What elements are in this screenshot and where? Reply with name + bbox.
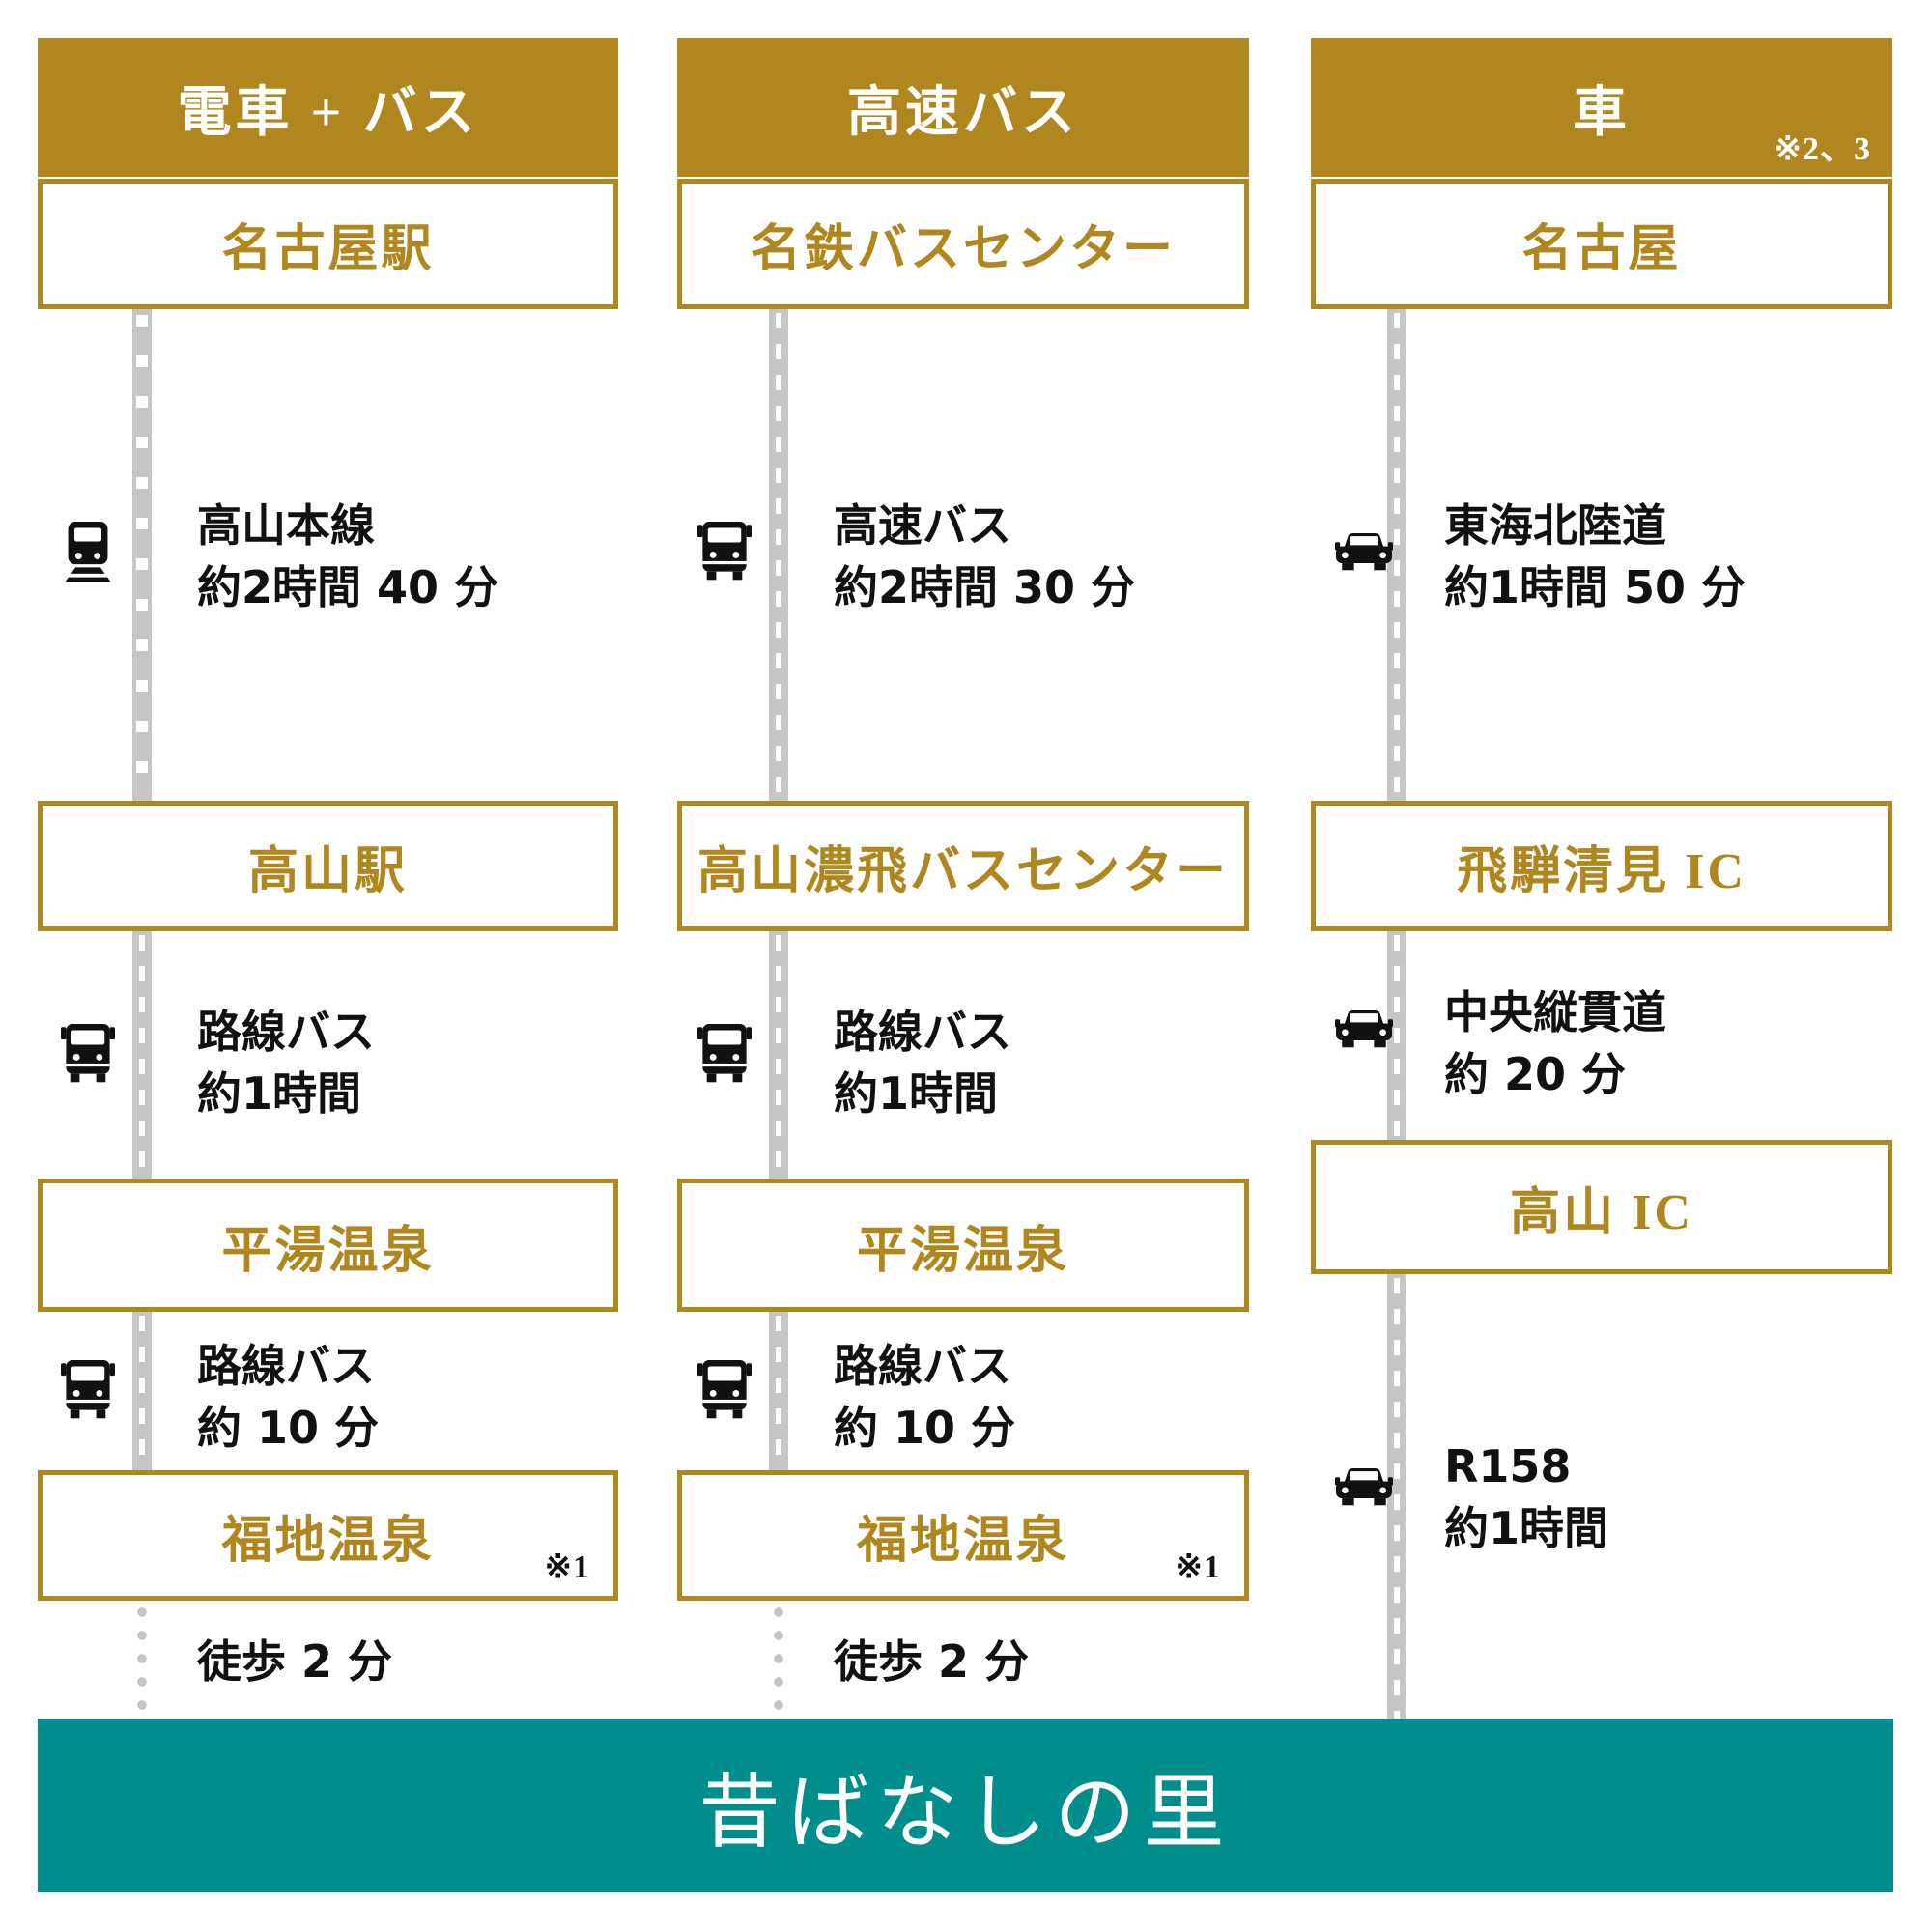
car-front-icon (1335, 1010, 1393, 1050)
segment-label-col2-seg3: 路線バス 約 10 分 (834, 1335, 1015, 1459)
segment-label-col1-seg1: 高山本線 約2時間 40 分 (197, 495, 498, 618)
destination-banner: 昔ばなしの里 (38, 1719, 1893, 1892)
stop-box-hida-kiyomi-ic: 飛騨清見 IC (1311, 801, 1892, 931)
segment-route-name: 高速バス (834, 499, 1011, 552)
segment-duration: 約 20 分 (1444, 1048, 1627, 1100)
destination-label: 昔ばなしの里 (698, 1768, 1233, 1859)
stop-label: 高山濃飛バスセンター (696, 844, 1229, 899)
segment-label-col3-seg1: 東海北陸道 約1時間 50 分 (1444, 495, 1746, 618)
segment-route-name: 高山本線 (197, 499, 375, 552)
road-line-col1-seg3 (132, 1312, 152, 1470)
segment-route-name: 路線バス (197, 1006, 375, 1058)
stop-label: 名古屋駅 (221, 222, 435, 277)
segment-duration: 約2時間 40 分 (197, 561, 499, 613)
stop-label: 福地温泉 (221, 1514, 435, 1569)
stop-label: 福地温泉 (856, 1514, 1069, 1569)
bus-front-icon (61, 1360, 115, 1420)
stop-label: 平湯温泉 (221, 1223, 435, 1279)
stop-label: 名古屋 (1521, 222, 1682, 277)
road-line-col3-seg3 (1387, 1274, 1406, 1719)
bus-front-icon (697, 522, 752, 582)
walk-dotted-line-col2 (773, 1601, 784, 1719)
segment-label-col1-seg3: 路線バス 約 10 分 (197, 1335, 379, 1459)
footnote-1-marker: ※1 (1175, 1549, 1221, 1585)
stop-box-takayama-nohi-bus-center: 高山濃飛バスセンター (677, 801, 1249, 931)
segment-route-name: 東海北陸道 (1444, 499, 1666, 552)
stop-box-hirayu-onsen-col2: 平湯温泉 (677, 1179, 1249, 1312)
train-front-icon (61, 522, 115, 586)
column-header-label: 車 (1573, 82, 1631, 143)
stop-label: 高山 IC (1510, 1185, 1693, 1240)
road-line-col2-seg2 (769, 931, 788, 1179)
walk-dotted-line-col1 (136, 1601, 148, 1719)
segment-route-name: 路線バス (197, 1340, 375, 1392)
road-line-col3-seg1 (1387, 309, 1406, 801)
road-line-col2-seg1 (769, 309, 788, 801)
stop-label: 名鉄バスセンター (750, 222, 1176, 277)
column-header-train-bus: 電車 + バス (38, 38, 618, 177)
column-header-label: 高速バス (847, 82, 1079, 143)
segment-route-name: R158 (1444, 1440, 1572, 1492)
road-line-col3-seg2 (1387, 931, 1406, 1140)
segment-duration: 約2時間 30 分 (834, 561, 1136, 613)
rail-line-col1 (132, 309, 152, 801)
column-header-label: 電車 + バス (177, 82, 479, 143)
segment-duration: 約1時間 50 分 (1444, 561, 1747, 613)
bus-front-icon (61, 1024, 115, 1084)
footnote-1-marker: ※1 (544, 1549, 590, 1585)
stop-label: 飛騨清見 IC (1457, 844, 1747, 899)
segment-duration: 徒歩 2 分 (197, 1635, 393, 1688)
column-header-highway-bus: 高速バス (677, 38, 1249, 177)
stop-box-nagoya: 名古屋 (1311, 179, 1892, 309)
segment-label-col1-walk: 徒歩 2 分 (197, 1631, 392, 1692)
segment-label-col2-walk: 徒歩 2 分 (834, 1631, 1029, 1692)
car-front-icon (1335, 533, 1393, 573)
stop-box-meitetsu-bus-center: 名鉄バスセンター (677, 179, 1249, 309)
footnote-2-3-marker: ※2、3 (1774, 131, 1871, 167)
stop-box-fukuji-onsen-col1: 福地温泉 ※1 (38, 1470, 618, 1601)
stop-box-takayama-ic: 高山 IC (1311, 1140, 1892, 1274)
segment-duration: 約 10 分 (197, 1402, 380, 1454)
road-line-col1-seg2 (132, 931, 152, 1179)
segment-duration: 約1時間 (197, 1067, 362, 1120)
column-header-car: 車 ※2、3 (1311, 38, 1892, 177)
stop-box-hirayu-onsen-col1: 平湯温泉 (38, 1179, 618, 1312)
segment-duration: 約1時間 (834, 1067, 999, 1120)
road-line-col2-seg3 (769, 1312, 788, 1470)
car-front-icon (1335, 1468, 1393, 1508)
segment-label-col1-seg2: 路線バス 約1時間 (197, 1001, 375, 1124)
segment-label-col3-seg3: R158 約1時間 (1444, 1435, 1608, 1559)
segment-duration: 約 10 分 (834, 1402, 1016, 1454)
segment-route-name: 中央縦貫道 (1444, 986, 1666, 1038)
segment-label-col3-seg2: 中央縦貫道 約 20 分 (1444, 981, 1666, 1105)
segment-route-name: 路線バス (834, 1340, 1011, 1392)
stop-label: 高山駅 (247, 844, 408, 899)
stop-box-fukuji-onsen-col2: 福地温泉 ※1 (677, 1470, 1249, 1601)
stop-label: 平湯温泉 (856, 1223, 1069, 1279)
segment-label-col2-seg2: 路線バス 約1時間 (834, 1001, 1011, 1124)
stop-box-nagoya-station: 名古屋駅 (38, 179, 618, 309)
bus-front-icon (697, 1360, 752, 1420)
segment-duration: 約1時間 (1444, 1502, 1609, 1554)
segment-duration: 徒歩 2 分 (834, 1635, 1030, 1688)
stop-box-takayama-station: 高山駅 (38, 801, 618, 931)
segment-label-col2-seg1: 高速バス 約2時間 30 分 (834, 495, 1135, 618)
bus-front-icon (697, 1024, 752, 1084)
segment-route-name: 路線バス (834, 1006, 1011, 1058)
